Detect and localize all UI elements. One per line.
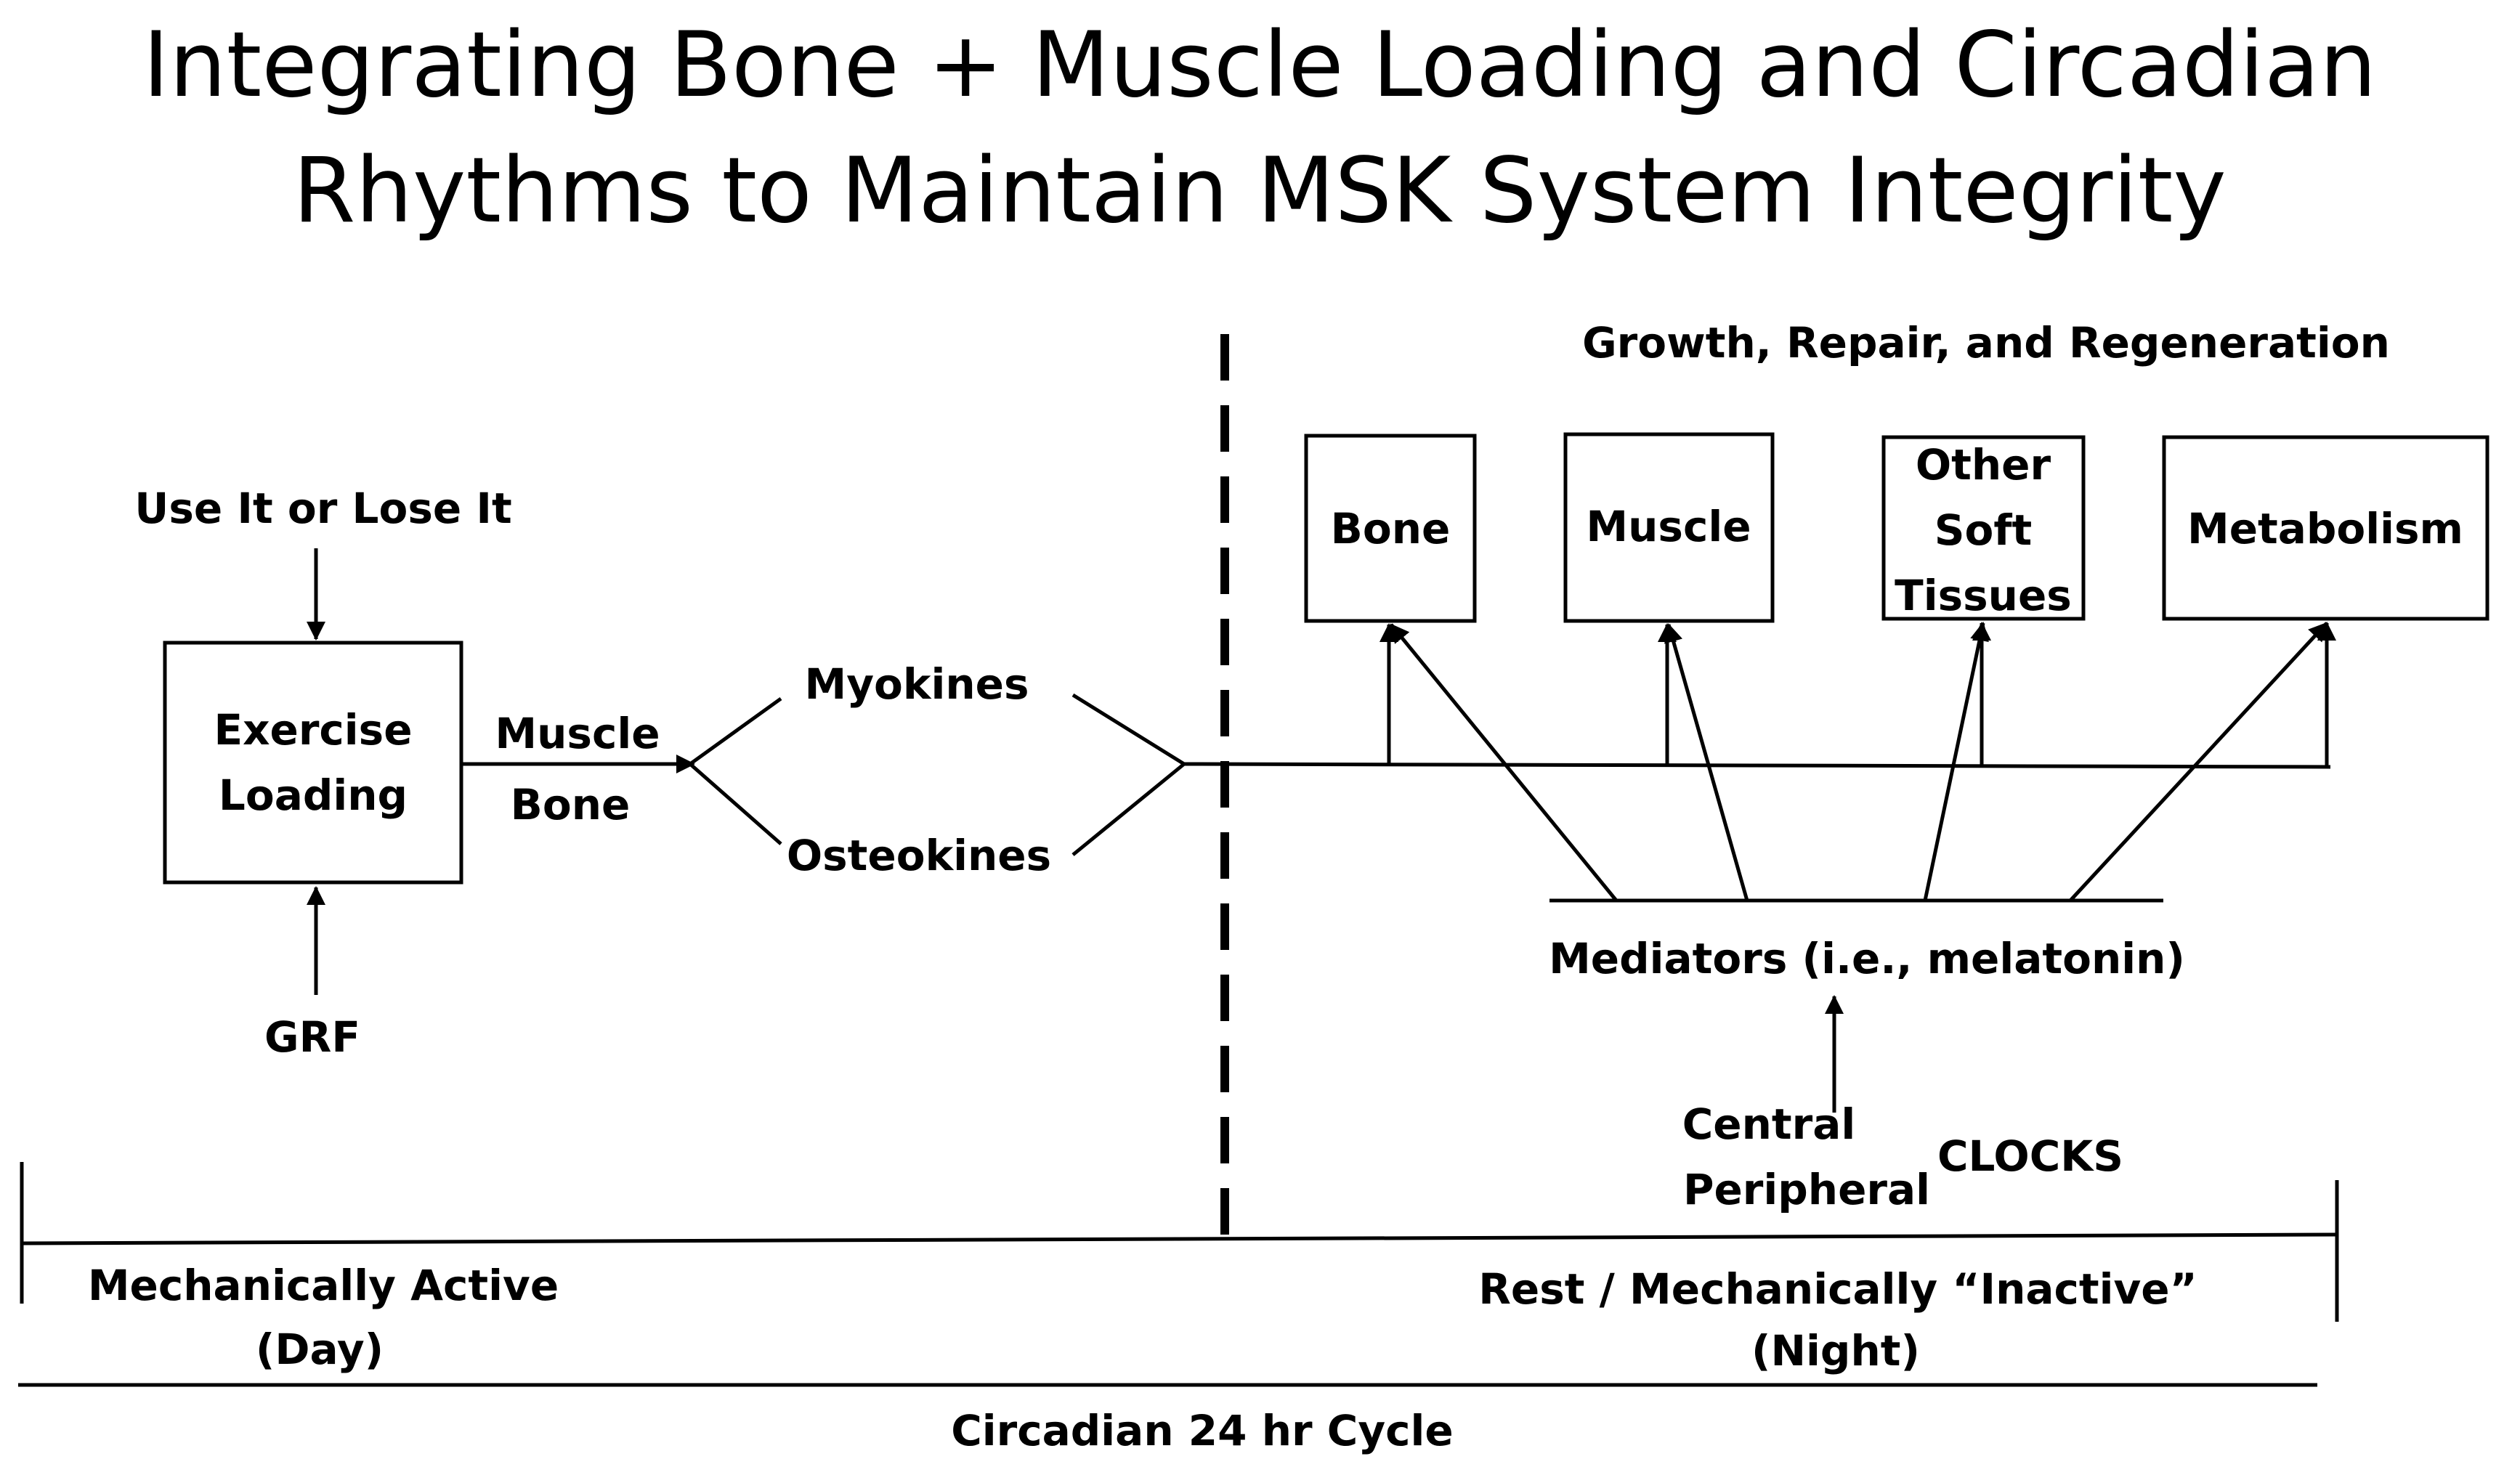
mediators-label: Mediators (i.e., melatonin) xyxy=(1549,934,2185,983)
use-it-or-lose-it-label: Use It or Lose It xyxy=(134,484,511,533)
day-night-timeline xyxy=(21,1232,2338,1245)
bone-box xyxy=(1304,434,1477,623)
mediators-to-other-arrow xyxy=(1923,622,1989,901)
title-line-1: Integrating Bone + Muscle Loading and Ci… xyxy=(142,13,2376,118)
rest-inactive-label: Rest / Mechanically “Inactive” xyxy=(1478,1264,2197,1314)
muscle-box-label: Muscle xyxy=(1586,502,1751,551)
osteokines-converge-line xyxy=(1071,763,1186,856)
signal-main-line xyxy=(1183,762,2331,769)
exercise-loading-box xyxy=(163,641,463,885)
mechanically-active-label: Mechanically Active xyxy=(88,1261,559,1310)
other-soft-tissues-line-1: Other xyxy=(1916,440,2051,489)
day-label: (Day) xyxy=(256,1325,384,1374)
metabolism-box-label: Metabolism xyxy=(2187,504,2463,553)
exercise-loading-line-2: Loading xyxy=(219,771,408,820)
osteokines-label: Osteokines xyxy=(787,831,1051,880)
muscle-box xyxy=(1563,432,1775,623)
mediators-to-bone-arrow xyxy=(1390,623,1618,902)
myokines-label: Myokines xyxy=(805,659,1029,709)
branch-to-myokines xyxy=(689,696,782,766)
exercise-loading-line-1: Exercise xyxy=(214,705,412,755)
bone-signal-label: Bone xyxy=(511,780,631,829)
other-soft-tissues-box xyxy=(1881,435,2086,621)
other-soft-tissues-line-2: Soft xyxy=(1934,505,2033,555)
peripheral-clock-label: Peripheral xyxy=(1683,1165,1930,1214)
metabolism-box xyxy=(2162,435,2489,621)
clocks-label: CLOCKS xyxy=(1937,1131,2123,1181)
bone-box-label: Bone xyxy=(1331,504,1451,553)
circadian-cycle-label: Circadian 24 hr Cycle xyxy=(951,1406,1454,1455)
central-clock-label: Central xyxy=(1682,1100,1856,1149)
myokines-converge-line xyxy=(1071,693,1186,766)
growth-repair-heading: Growth, Repair, and Regeneration xyxy=(1582,318,2390,367)
muscle-signal-label: Muscle xyxy=(495,709,660,758)
other-soft-tissues-line-3: Tissues xyxy=(1895,571,2072,620)
mediators-to-metabolism-arrow xyxy=(2069,622,2328,902)
title-line-2: Rhythms to Maintain MSK System Integrity xyxy=(293,139,2227,243)
night-label: (Night) xyxy=(1751,1326,1920,1375)
branch-to-osteokines xyxy=(689,763,782,845)
mediators-to-muscle-arrow xyxy=(1664,623,1749,901)
grf-label: GRF xyxy=(264,1012,360,1062)
